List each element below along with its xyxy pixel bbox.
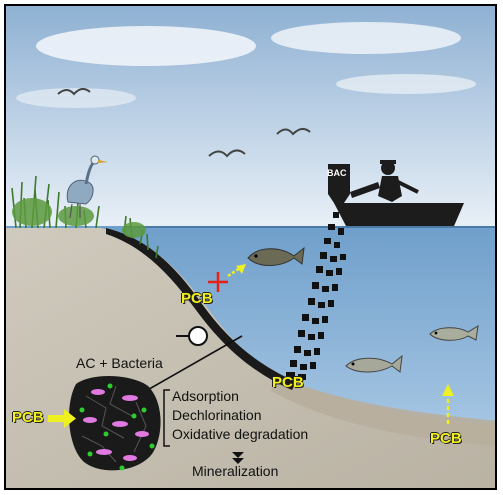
cloud bbox=[16, 88, 136, 108]
oxidative-degradation-label: Oxidative degradation bbox=[172, 426, 309, 442]
uptake-arrow bbox=[227, 264, 246, 278]
bird-icon bbox=[208, 149, 246, 158]
pcb-label-water: PCB bbox=[430, 430, 462, 447]
cloud bbox=[36, 26, 256, 66]
ac-bacteria-label: AC + Bacteria bbox=[76, 355, 163, 371]
fish-icon bbox=[429, 325, 479, 341]
dechlorination-label: Dechlorination bbox=[172, 407, 262, 423]
boat-bag-label: BAC bbox=[327, 168, 347, 178]
heron-icon bbox=[66, 155, 108, 219]
bacteria-green bbox=[79, 383, 155, 471]
release-arrow bbox=[442, 384, 454, 424]
bacteria-pink bbox=[83, 389, 149, 461]
mineralization-label: Mineralization bbox=[192, 463, 279, 479]
ac-particle bbox=[69, 375, 161, 471]
bird-icon bbox=[276, 128, 311, 136]
scene-svg bbox=[6, 6, 495, 488]
grass-tuft bbox=[12, 198, 146, 238]
sediment-gravel-band bbox=[271, 376, 495, 446]
ac-cap-layer bbox=[106, 228, 296, 390]
pcb-label-particle: PCB bbox=[12, 409, 44, 426]
cross-icon bbox=[208, 272, 228, 292]
fish-icon bbox=[345, 354, 403, 373]
boat-icon bbox=[328, 164, 464, 226]
cloud bbox=[336, 74, 476, 94]
diagram-frame: BAC PCB PCB PCB PCB AC + Bacteria Adsorp… bbox=[4, 4, 497, 490]
mineralization-arrow bbox=[232, 452, 244, 464]
cloud bbox=[271, 22, 461, 54]
adsorption-label: Adsorption bbox=[172, 388, 239, 404]
pcb-label-sediment-upper: PCB bbox=[181, 290, 213, 307]
process-bracket bbox=[163, 389, 170, 447]
bird-icon bbox=[57, 88, 91, 96]
pcb-input-arrow bbox=[48, 409, 76, 428]
fish-icon bbox=[247, 246, 305, 266]
ac-particle-plume bbox=[286, 212, 346, 380]
person-icon bbox=[378, 160, 419, 202]
pcb-label-sediment-lower: PCB bbox=[272, 374, 304, 391]
magnifier-icon bbox=[176, 326, 208, 346]
